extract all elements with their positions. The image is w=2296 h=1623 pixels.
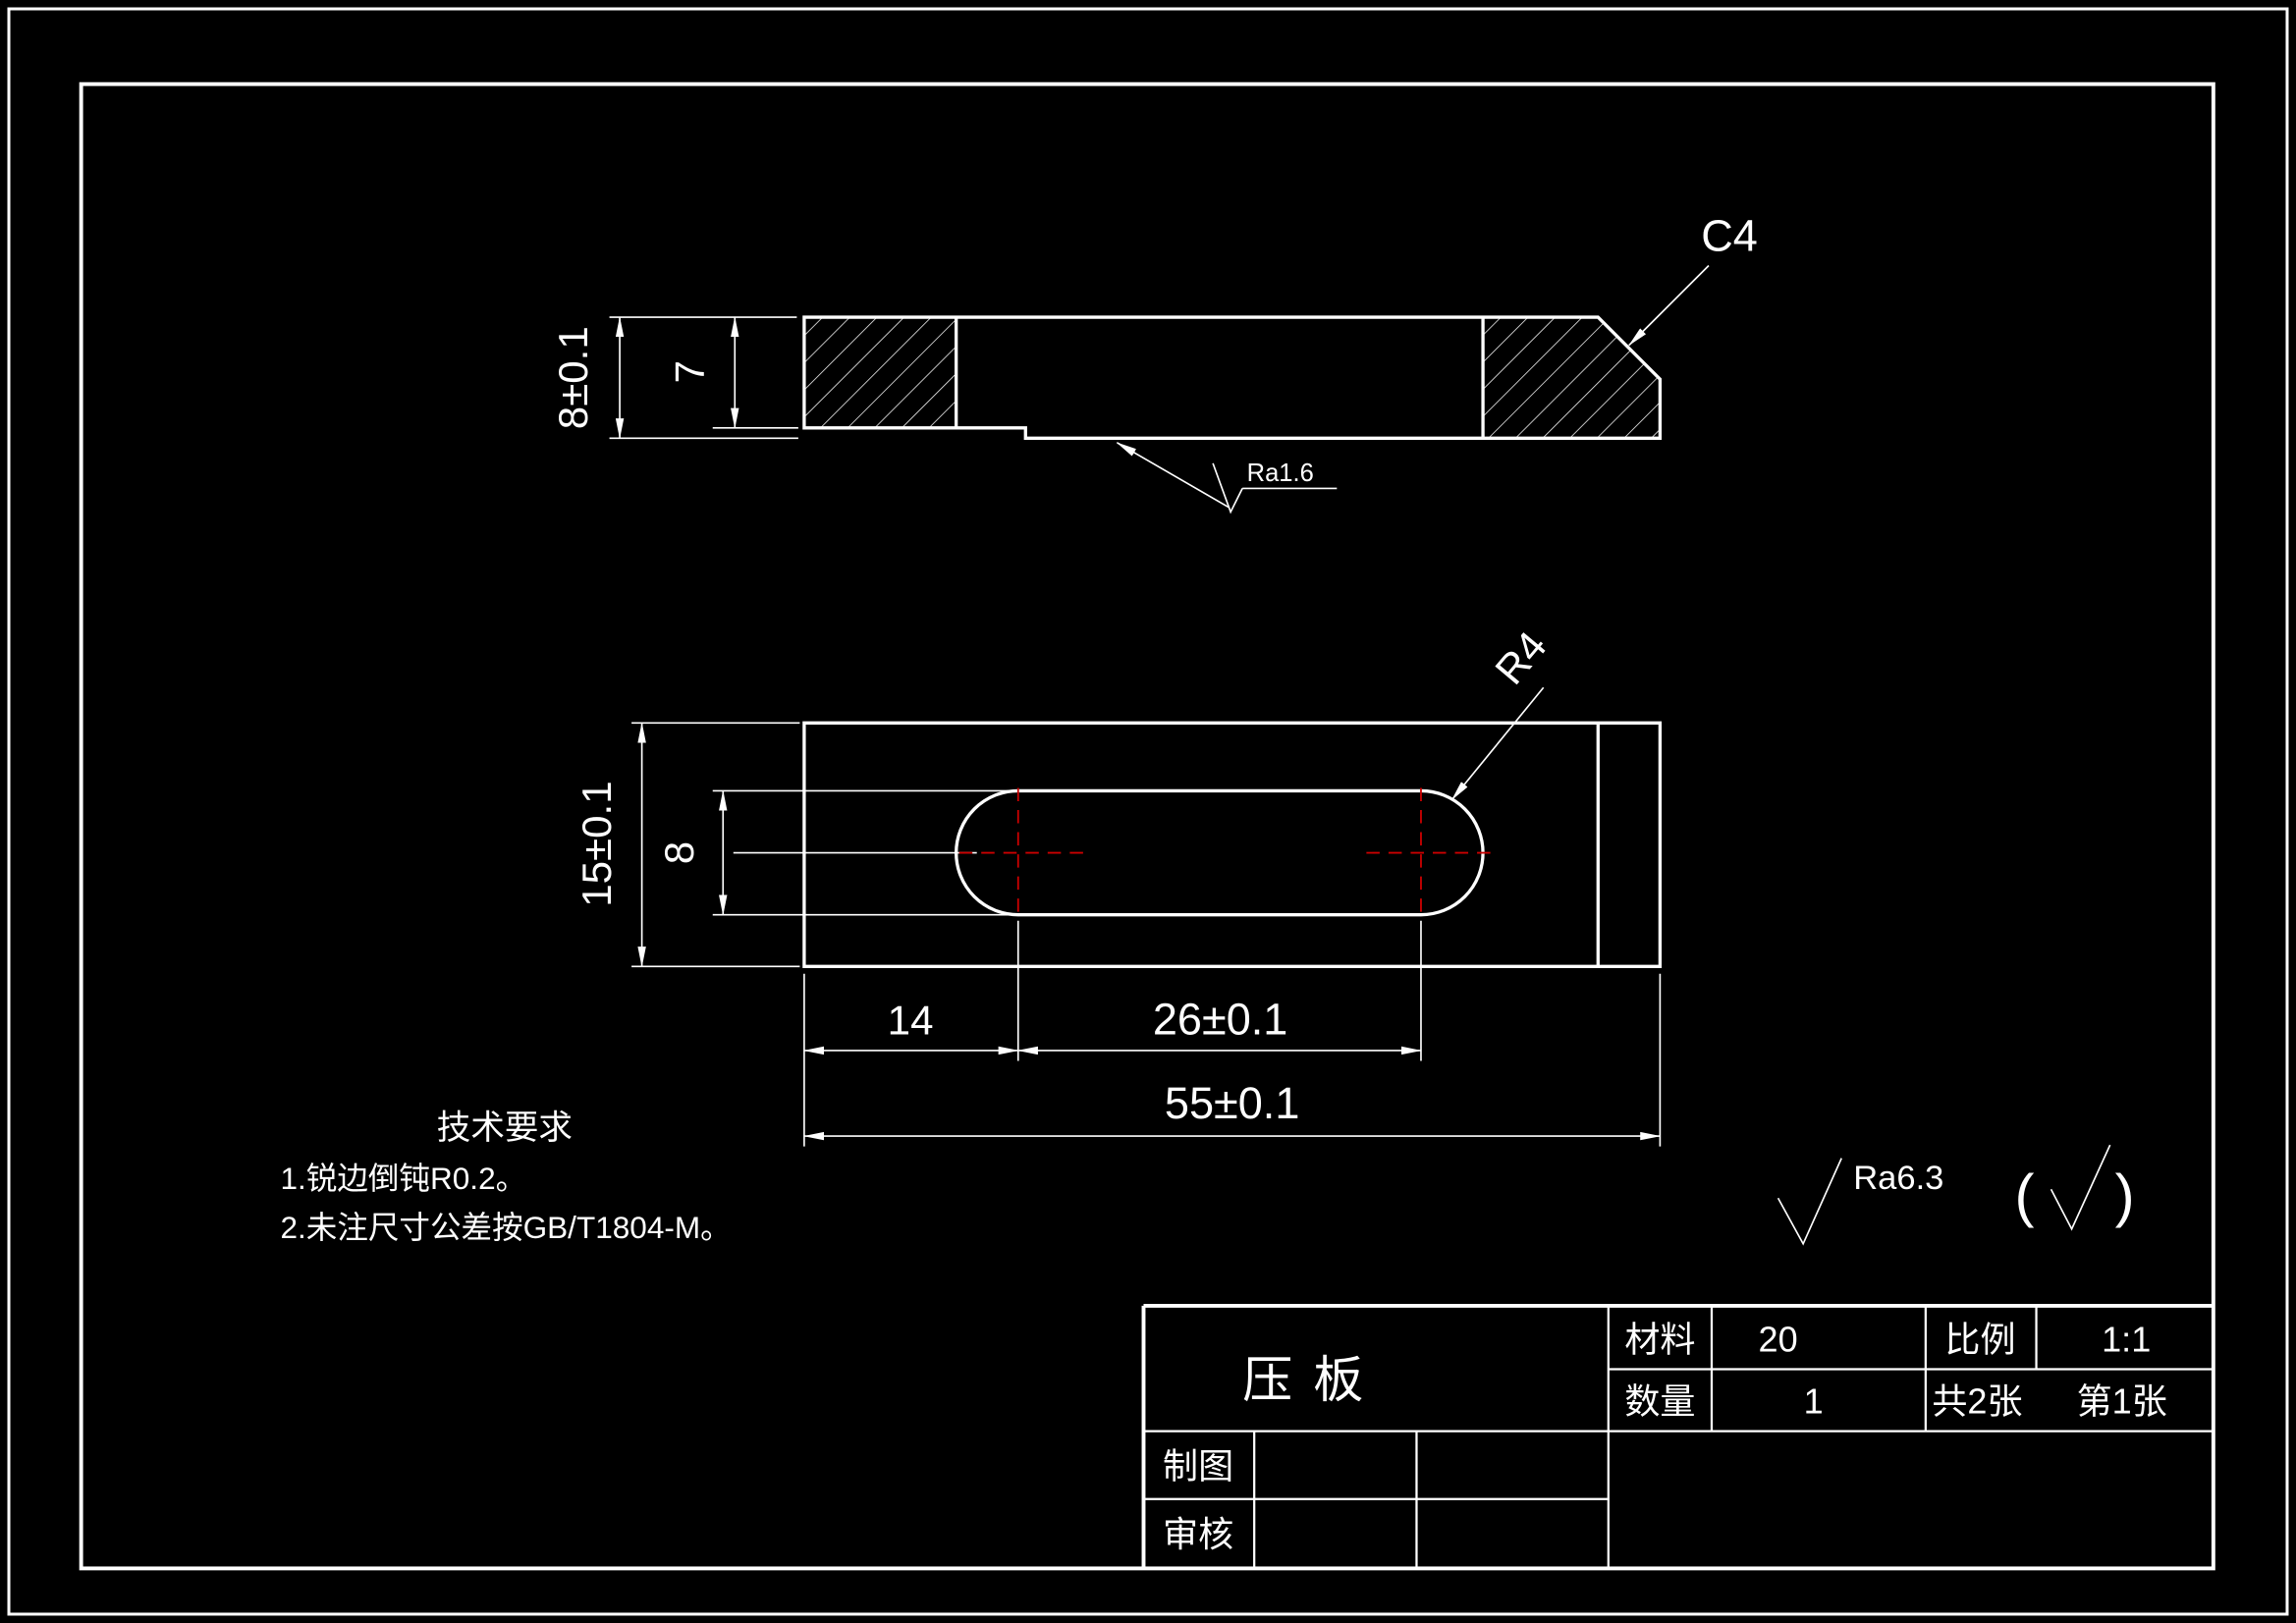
- dim-section-height: 8±0.1: [550, 316, 798, 440]
- chamfer-label: C4: [1701, 210, 1758, 260]
- title-block: 压板 材料 20 比例 1:1 数量 1 共2张 第1张 制图 审核: [1141, 1303, 2214, 1569]
- radius-callout: R4: [1450, 622, 1556, 801]
- dim-slot-width: 8: [656, 789, 1012, 916]
- dim-section-step: 7: [667, 316, 798, 429]
- scale-value: 1:1: [2102, 1319, 2151, 1359]
- section-hatch-left: [803, 317, 957, 428]
- dim-slot-width-text: 8: [656, 841, 702, 864]
- paren-close: ): [2115, 1163, 2135, 1228]
- sheet-index: 第1张: [2077, 1381, 2167, 1422]
- sheet-total: 共2张: [1932, 1381, 2022, 1422]
- slot-centerlines: [733, 787, 1494, 918]
- dim-section-step-text: 7: [667, 360, 713, 383]
- material-value: 20: [1759, 1319, 1798, 1359]
- dim-slot-offset: 14: [803, 920, 1019, 1147]
- plan-view: 15±0.1 8 R4 14 26±0.1 55±0.: [574, 622, 1663, 1147]
- dim-slot-length-text: 26±0.1: [1153, 994, 1287, 1044]
- surface-finish-general: Ra6.3 ( ): [1777, 1144, 2135, 1246]
- roughness-general-label: Ra6.3: [1853, 1160, 1943, 1197]
- section-view: 8±0.1 7 C4 Ra1.6: [550, 210, 1758, 514]
- material-label: 材料: [1624, 1319, 1695, 1359]
- qty-label: 数量: [1624, 1381, 1695, 1422]
- drawing-frame: [7, 7, 2289, 1616]
- part-name: 压板: [1242, 1352, 1384, 1408]
- chamfer-callout: C4: [1628, 210, 1758, 347]
- plan-outline: [802, 721, 1663, 968]
- drafter-label: 制图: [1163, 1446, 1233, 1487]
- radius-label: R4: [1486, 622, 1556, 692]
- note-1: 1.锐边倒钝R0.2。: [280, 1161, 526, 1196]
- dim-plate-length-text: 55±0.1: [1165, 1078, 1299, 1128]
- inner-border: [79, 81, 2215, 1571]
- paren-open: (: [2015, 1163, 2035, 1228]
- scale-label: 比例: [1944, 1319, 2015, 1359]
- dim-plate-width: 15±0.1: [574, 722, 800, 968]
- auditor-label: 审核: [1163, 1514, 1233, 1554]
- dim-plate-width-text: 15±0.1: [574, 781, 620, 906]
- roughness-slot-label: Ra1.6: [1247, 460, 1314, 487]
- qty-value: 1: [1804, 1381, 1824, 1422]
- note-2: 2.未注尺寸公差按GB/T1804-M。: [280, 1210, 731, 1245]
- check-symbol: [2050, 1144, 2111, 1231]
- roughness-general-symbol: [1777, 1158, 1842, 1246]
- roughness-slot-callout: Ra1.6: [1116, 442, 1338, 514]
- slot-outline: [955, 788, 1485, 917]
- section-hatch-right: [1483, 317, 1661, 439]
- dim-slot-offset-text: 14: [888, 997, 934, 1043]
- dim-section-height-text: 8±0.1: [550, 326, 596, 429]
- roughness-slot-symbol: [1212, 462, 1243, 514]
- outer-border: [7, 7, 2289, 1616]
- notes-heading: 技术要求: [437, 1109, 573, 1147]
- dim-plate-length: 55±0.1: [803, 973, 1662, 1147]
- dim-slot-length: 26±0.1: [1016, 920, 1422, 1061]
- technical-notes: 技术要求 1.锐边倒钝R0.2。 2.未注尺寸公差按GB/T1804-M。: [280, 1109, 731, 1245]
- section-outline: [802, 315, 1663, 440]
